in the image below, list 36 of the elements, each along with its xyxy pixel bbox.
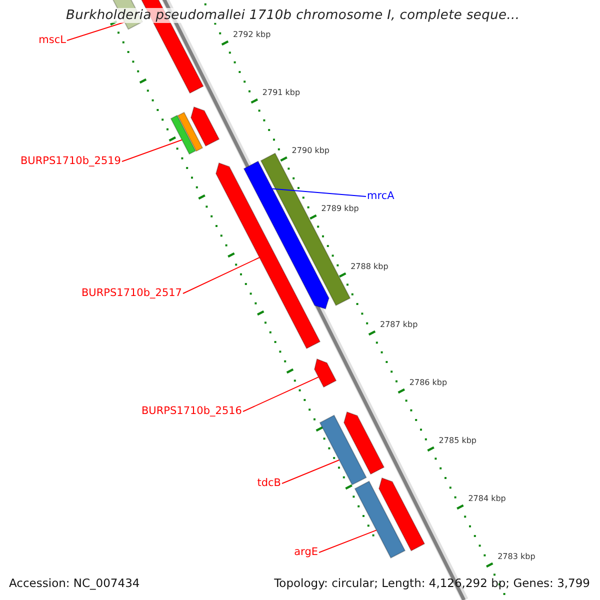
gene-feature <box>314 358 337 388</box>
leader-line <box>66 22 126 41</box>
scale-label: 2786 kbp <box>409 378 448 388</box>
scale-label: 2783 kbp <box>498 552 536 562</box>
scale-label: 2789 kbp <box>321 204 359 214</box>
gene-label: mrcA <box>367 190 394 203</box>
leader-line <box>242 376 319 412</box>
scale-label: 2792 kbp <box>233 30 271 40</box>
gene-feature <box>215 162 321 350</box>
gene-label: BURPS1710b_2519 <box>20 155 121 168</box>
gene-label: BURPS1710b_2516 <box>141 405 242 418</box>
leader-line <box>318 530 377 553</box>
gene-label: mscL <box>38 34 66 47</box>
gene-label: tdcB <box>257 477 281 490</box>
leader-line <box>182 257 260 294</box>
scale-label: 2788 kbp <box>350 262 388 272</box>
gene-feature <box>354 480 406 559</box>
summary-text: Topology: circular; Length: 4,126,292 bp; Genes: 3,799 <box>274 576 590 590</box>
gene-feature <box>378 477 426 552</box>
map-title: Burkholderia pseudomallei 1710b chromosome I, complete seque... <box>66 8 520 23</box>
scale-label: 2787 kbp <box>380 320 418 330</box>
gene-feature <box>343 411 385 475</box>
leader-line <box>122 139 182 162</box>
gene-feature <box>177 112 204 152</box>
scale-label: 2784 kbp <box>468 494 506 504</box>
accession-text: Accession: NC_007434 <box>9 576 140 590</box>
gene-feature <box>319 414 367 486</box>
scale-label: 2791 kbp <box>262 88 300 98</box>
scale-label: 2785 kbp <box>438 436 476 446</box>
gene-feature <box>170 114 196 155</box>
gene-label: BURPS1710b_2517 <box>81 287 182 300</box>
leader-line <box>282 460 340 484</box>
gene-label: argE <box>294 546 318 559</box>
leader-line <box>272 188 366 197</box>
scale-label: 2790 kbp <box>292 146 330 156</box>
gene-feature <box>190 106 220 147</box>
